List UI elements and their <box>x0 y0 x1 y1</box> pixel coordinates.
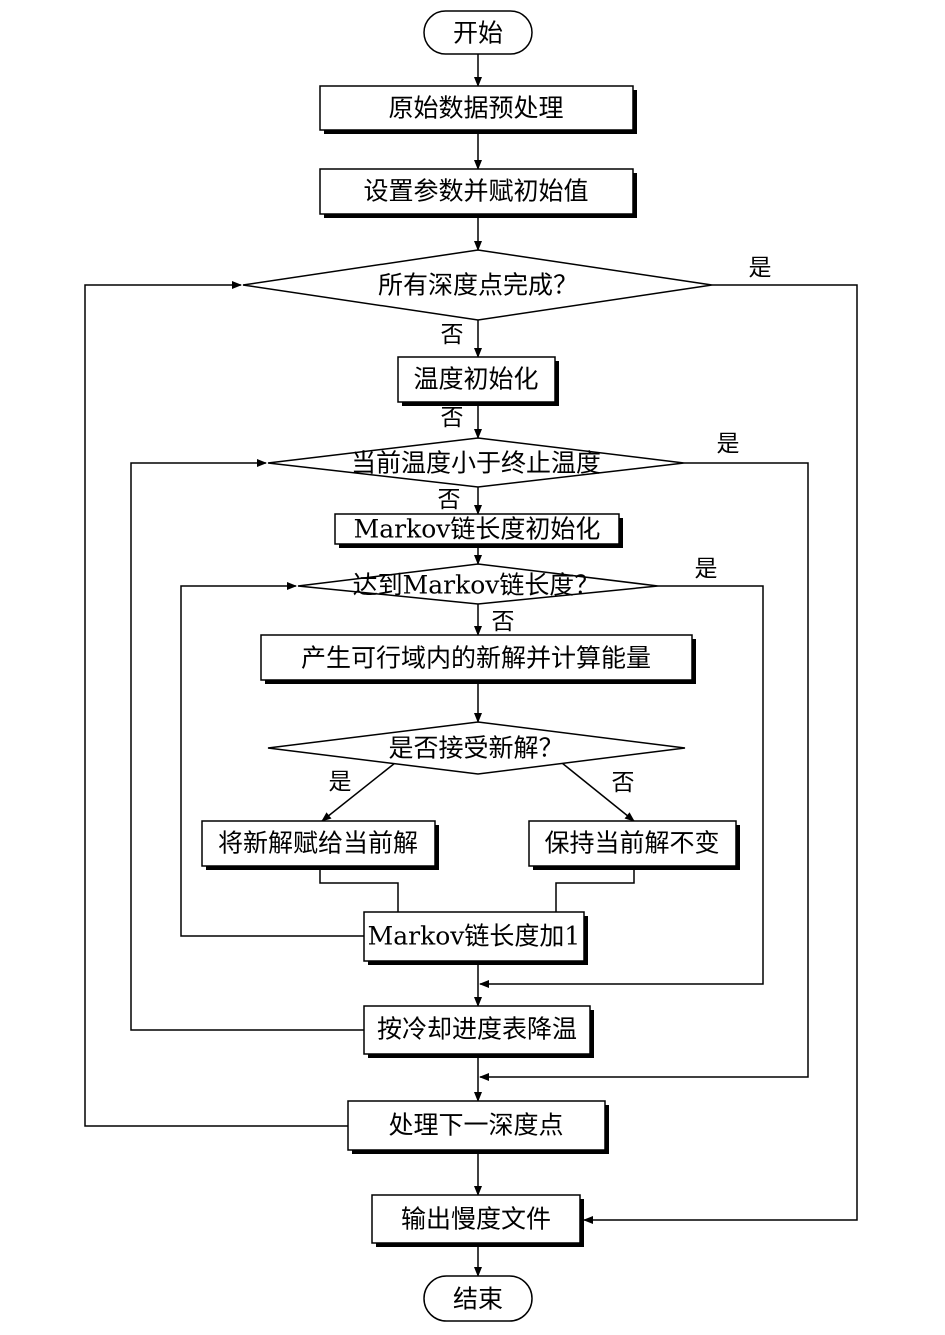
node-keep-current: 保持当前解不变 <box>528 820 740 870</box>
decision-shape <box>267 437 685 488</box>
process-box <box>260 634 693 681</box>
next-depth-label: 处理下一深度点 <box>388 1111 563 1140</box>
node-markov-reached: 达到Markov链长度？ <box>297 563 659 605</box>
process-box <box>319 85 634 131</box>
loop-cooling-to-temp <box>130 459 364 1031</box>
terminator-shape <box>423 10 533 55</box>
label-accept-no: 否 <box>612 770 635 796</box>
node-cooling: 按冷却进度表降温 <box>363 1005 594 1058</box>
process-box <box>334 513 620 545</box>
loop-increment-to-reached <box>180 582 364 937</box>
assign-new-label: 将新解赋给当前解 <box>218 829 418 858</box>
cooling-label: 按冷却进度表降温 <box>377 1015 577 1044</box>
node-generate-solution: 产生可行域内的新解并计算能量 <box>260 634 696 684</box>
set-params-label: 设置参数并赋初始值 <box>363 177 588 206</box>
process-box <box>397 356 556 403</box>
markov-reached-label: 达到Markov链长度？ <box>353 571 600 600</box>
temp-below-end-label: 当前温度小于终止温度 <box>351 449 601 478</box>
preprocess-label: 原始数据预处理 <box>388 94 563 123</box>
label-depths-yes: 是 <box>749 255 772 281</box>
decision-shape <box>242 249 713 321</box>
label-depths-no: 否 <box>441 322 464 348</box>
arrow-temp-yes <box>479 462 809 1081</box>
node-all-depths-done: 所有深度点完成？ <box>242 249 713 321</box>
node-next-depth: 处理下一深度点 <box>347 1100 609 1154</box>
label-temp-yes: 是 <box>717 431 740 457</box>
process-box <box>363 1005 591 1055</box>
node-assign-new: 将新解赋给当前解 <box>201 820 439 870</box>
label-reached-no: 否 <box>492 609 515 635</box>
keep-current-label: 保持当前解不变 <box>544 829 719 858</box>
markov-increment-label: Markov链长度加1 <box>368 922 581 951</box>
process-box <box>528 820 737 867</box>
node-output-file: 输出慢度文件 <box>371 1194 584 1247</box>
process-box <box>347 1100 606 1151</box>
label-temp-no: 否 <box>438 487 461 513</box>
decision-shape <box>267 721 686 775</box>
node-set-params: 设置参数并赋初始值 <box>319 168 637 218</box>
node-markov-increment: Markov链长度加1 <box>363 911 588 965</box>
arrow-reached-yes <box>479 585 764 988</box>
node-accept-new: 是否接受新解？ <box>267 721 686 775</box>
line-assign-to-increment <box>319 866 399 912</box>
arrow-depths-yes <box>583 284 858 1224</box>
loop-nextdepth-to-depths <box>84 281 348 1127</box>
node-temp-init: 温度初始化 <box>397 356 559 406</box>
markov-init-label: Markov链长度初始化 <box>354 515 601 544</box>
end-label: 结束 <box>453 1285 503 1314</box>
all-depths-done-label: 所有深度点完成？ <box>378 271 578 300</box>
node-start: 开始 <box>423 10 533 55</box>
node-temp-below-end: 当前温度小于终止温度 <box>267 437 685 488</box>
process-box <box>319 168 634 215</box>
output-file-label: 输出慢度文件 <box>401 1205 551 1234</box>
node-end: 结束 <box>423 1275 533 1322</box>
accept-new-label: 是否接受新解？ <box>388 734 563 763</box>
decision-shape <box>297 563 659 605</box>
label-reached-yes: 是 <box>695 556 718 582</box>
temp-init-label: 温度初始化 <box>413 365 538 394</box>
line-keep-to-increment <box>555 866 635 912</box>
node-preprocess: 原始数据预处理 <box>319 85 637 134</box>
start-label: 开始 <box>453 19 503 48</box>
generate-solution-label: 产生可行域内的新解并计算能量 <box>301 644 651 673</box>
label-tempinit-no: 否 <box>441 405 464 431</box>
process-box <box>371 1194 581 1244</box>
process-box <box>363 911 585 962</box>
process-box <box>201 820 436 867</box>
terminator-shape <box>423 1275 533 1322</box>
label-accept-yes: 是 <box>329 769 352 795</box>
node-markov-init: Markov链长度初始化 <box>334 513 623 548</box>
arrow-accept-no <box>561 762 635 822</box>
edge-labels: 是 否 否 是 否 是 否 是 否 <box>329 255 772 796</box>
arrow-accept-yes <box>321 762 396 822</box>
connectors <box>84 54 858 1277</box>
